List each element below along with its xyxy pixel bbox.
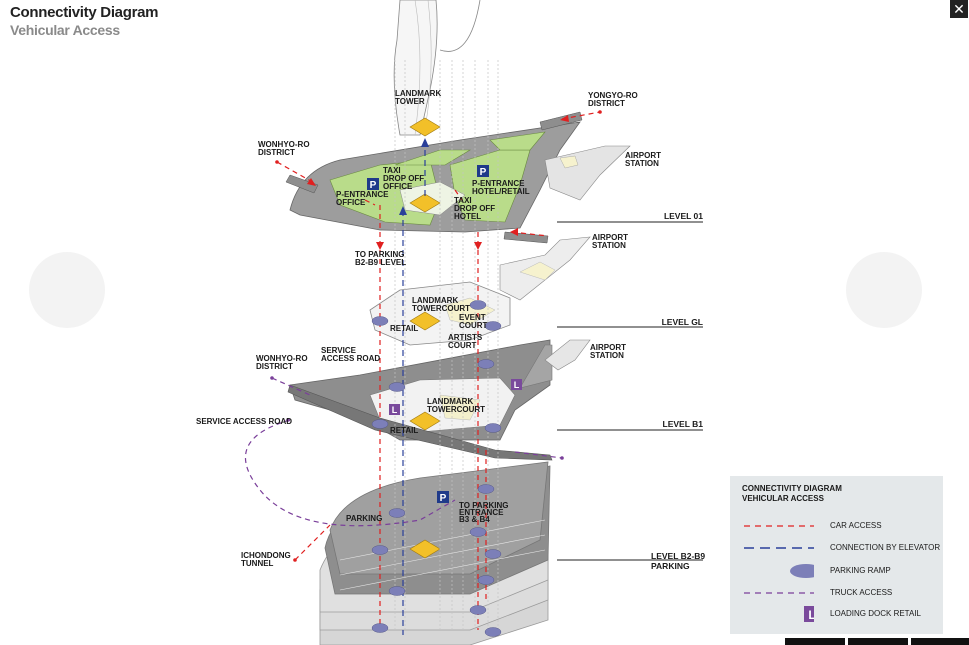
legend-item-truck-access: TRUCK ACCESS [742, 585, 942, 601]
airport-station-label-1: AIRPORT [625, 151, 661, 160]
svg-text:L: L [392, 405, 398, 415]
svg-text:P: P [480, 167, 487, 178]
svg-text:OFFICE: OFFICE [383, 182, 413, 191]
svg-text:TUNNEL: TUNNEL [241, 559, 274, 568]
svg-text:ENTRANCE: ENTRANCE [459, 508, 504, 517]
to-parking-entrance-label: TO PARKING [459, 501, 508, 510]
svg-text:TOWER: TOWER [395, 97, 425, 106]
parking-ramp-legend-icon [790, 564, 814, 578]
parking-label: PARKING [346, 514, 382, 523]
svg-text:DROP OFF: DROP OFF [454, 204, 495, 213]
page-subtitle: Vehicular Access [10, 22, 120, 38]
svg-text:STATION: STATION [625, 159, 659, 168]
wonhyo-district-b1-label: WONHYO-RO [256, 354, 308, 363]
svg-text:DISTRICT: DISTRICT [588, 99, 625, 108]
parking-sign-hotel: P [477, 165, 489, 178]
to-parking-label: TO PARKING [355, 250, 404, 259]
svg-text:P: P [370, 180, 377, 191]
svg-text:HOTEL: HOTEL [454, 212, 481, 221]
legend-title: CONNECTIVITY DIAGRAM VEHICULAR ACCESS [742, 484, 842, 503]
svg-text:STATION: STATION [590, 351, 624, 360]
svg-text:STATION: STATION [592, 241, 626, 250]
service-access-road-top-label: SERVICE [321, 346, 357, 355]
elevator-legend-icon [744, 547, 814, 549]
car-access-lines [276, 111, 601, 630]
parking-levels [319, 461, 551, 645]
level-b2b9-label: LEVEL B2-B9 [651, 551, 705, 561]
next-button[interactable] [846, 252, 922, 328]
truck-access-lines [244, 377, 563, 527]
car-access-legend-icon [744, 525, 814, 527]
level-indicator-lines [557, 221, 703, 561]
event-court-label: EVENT [459, 313, 486, 322]
landmark-towercourt-b1-label: LANDMARK [427, 397, 473, 406]
airport-station-b1-shape [544, 339, 591, 371]
airport-road [503, 231, 549, 244]
svg-text:COURT: COURT [448, 341, 477, 350]
artists-court-label: ARTISTS [448, 333, 483, 342]
p-entrance-hotel-label: P-ENTRANCE [472, 179, 525, 188]
airport-station-label-3: AIRPORT [590, 343, 626, 352]
parking-ramps [371, 300, 502, 637]
svg-text:DISTRICT: DISTRICT [258, 148, 295, 157]
retail-gl-label: RETAIL [390, 324, 418, 333]
taxi-hotel-label: TAXI [454, 196, 472, 205]
parking-sign-b2: P [437, 491, 449, 504]
landmark-towercourt-gl-label: LANDMARK [412, 296, 458, 305]
svg-text:P: P [440, 493, 447, 504]
wonhyo-district-label: WONHYO-RO [258, 140, 310, 149]
landmark-tower-label: LANDMARK [395, 89, 441, 98]
svg-text:HOTEL/RETAIL: HOTEL/RETAIL [472, 187, 530, 196]
close-button[interactable]: ✕ [950, 0, 968, 18]
level-01-label: LEVEL 01 [664, 211, 703, 221]
vertical-guides [394, 60, 499, 630]
legend-item-car-access: CAR ACCESS [742, 518, 942, 534]
level-gl-label: LEVEL GL [662, 317, 703, 327]
level-b2b9-sublabel: PARKING [651, 561, 690, 571]
previous-button[interactable] [29, 252, 105, 328]
p-entrance-office-label: P-ENTRANCE [336, 190, 389, 199]
taxi-office-label: TAXI [383, 166, 401, 175]
nav-tab-3[interactable] [911, 638, 969, 645]
svg-text:OFFICE: OFFICE [336, 198, 366, 207]
landmark-tower-shape [393, 0, 481, 136]
loading-dock-legend-icon: L [804, 606, 814, 622]
svg-text:B3 & B4: B3 & B4 [459, 515, 490, 524]
core-markers [409, 117, 441, 559]
airport-station-label-2: AIRPORT [592, 233, 628, 242]
level-b1-label: LEVEL B1 [663, 419, 704, 429]
ichondong-tunnel-label: ICHONDONG [241, 551, 291, 560]
svg-text:ACCESS ROAD: ACCESS ROAD [321, 354, 380, 363]
legend-item-elevator: CONNECTION BY ELEVATOR [742, 540, 942, 556]
retail-b1-label: RETAIL [390, 426, 418, 435]
legend-item-loading-dock: L LOADING DOCK RETAIL [742, 606, 942, 622]
yongyo-road [539, 111, 583, 131]
loading-dock-b1-b: L [511, 379, 522, 390]
svg-text:TOWERCOURT: TOWERCOURT [427, 405, 485, 414]
svg-text:DROP OFF: DROP OFF [383, 174, 424, 183]
svg-text:B2-B9 LEVEL: B2-B9 LEVEL [355, 258, 406, 267]
page-title: Connectivity Diagram [10, 4, 159, 21]
close-icon: ✕ [953, 1, 965, 17]
svg-text:TOWERCOURT: TOWERCOURT [412, 304, 470, 313]
legend-item-parking-ramp: PARKING RAMP [742, 563, 942, 579]
level-01-slab [289, 121, 581, 233]
svg-text:L: L [808, 608, 814, 622]
legend-panel: CONNECTIVITY DIAGRAM VEHICULAR ACCESS CA… [730, 476, 943, 634]
yongyo-district-label: YONGYO-RO [588, 91, 638, 100]
nav-tab-1[interactable] [785, 638, 845, 645]
nav-tab-2[interactable] [848, 638, 908, 645]
loading-dock-b1-a: L [389, 404, 400, 415]
elevator-connection-lines [402, 140, 426, 635]
parking-sign-office: P [367, 178, 379, 191]
svg-text:L: L [514, 380, 520, 390]
svg-text:COURT: COURT [459, 321, 488, 330]
truck-access-legend-icon [744, 592, 814, 594]
service-access-road-left-label: SERVICE ACCESS ROAD [196, 417, 292, 426]
svg-text:DISTRICT: DISTRICT [256, 362, 293, 371]
